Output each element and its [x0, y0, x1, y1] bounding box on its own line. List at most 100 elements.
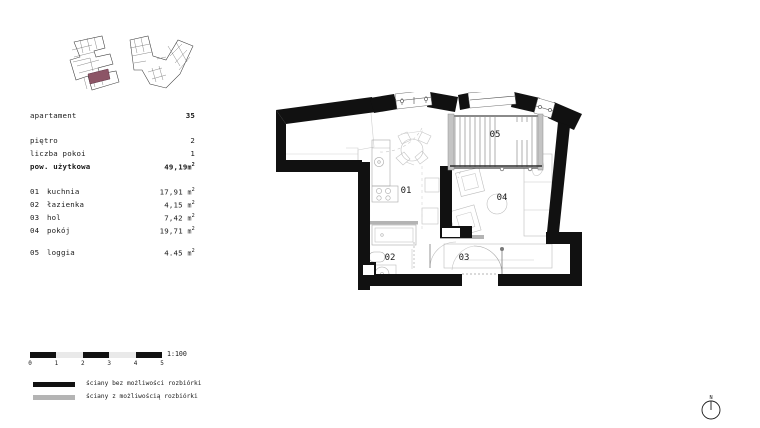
wall-left-outer: [276, 110, 286, 168]
plan-label-01: 01: [401, 186, 412, 196]
spec-label-usable-area: pow. użytkowa: [30, 162, 91, 172]
furniture-layer: [279, 101, 553, 284]
wall-right-lower: [570, 232, 582, 282]
apartment-header-row: apartament 35: [30, 112, 195, 125]
wall-facade-b: [427, 92, 458, 112]
room-name-02: łazienka: [47, 200, 85, 210]
room-area-sup-02: 2: [191, 200, 195, 206]
room-index-02: 02: [30, 200, 40, 210]
armchair: [455, 167, 485, 197]
room-row-05[interactable]: 05 loggia 4.45 m2: [30, 248, 195, 262]
room-area-value-04: 19,71: [159, 226, 183, 236]
scale-tick-0: 0: [28, 360, 32, 367]
scale-segment: [135, 352, 162, 358]
bathtub: [371, 224, 417, 246]
door-leaves: [413, 242, 504, 275]
wall-01-04: [440, 166, 452, 238]
door-swing-bathroom: [429, 241, 457, 269]
room-area-sup-01: 2: [191, 187, 195, 193]
room-name-05: loggia: [47, 248, 75, 258]
spec-row-rooms: liczba pokoi 1: [30, 150, 195, 163]
wall-niche: [442, 228, 460, 237]
room-row-01[interactable]: 01 kuchnia 17,91 m2: [30, 187, 195, 201]
usable-area-sup: 2: [191, 162, 195, 168]
wall-facade-a: [370, 94, 398, 113]
room-area-unit-04: m: [187, 227, 192, 236]
room-area-02: 4,15 m2: [164, 200, 195, 210]
plan-label-05: 05: [490, 130, 501, 140]
wall-legend: ściany bez możliwości rozbiórki ściany z…: [33, 378, 201, 404]
plan-label-03: 03: [459, 253, 470, 263]
room-row-02[interactable]: 02 łazienka 4,15 m2: [30, 200, 195, 214]
scale-bar-group: 0 1 2 3 4 5 1:100: [28, 350, 230, 369]
round-table: [486, 193, 508, 215]
usable-area-number: 49,19: [164, 162, 188, 172]
compass-circle-icon: [701, 400, 721, 420]
scale-tick-1: 1: [54, 360, 59, 367]
wall-legend-text-demolishable: ściany z możliwością rozbiórki: [86, 393, 198, 401]
room-area-sup-03: 2: [191, 213, 195, 219]
loggia-05: [447, 113, 544, 172]
room-index-01: 01: [30, 187, 40, 197]
window-kitchen: [394, 92, 433, 110]
room-area-sup-05: 2: [191, 248, 195, 254]
room-area-04: 19,71 m2: [159, 226, 195, 236]
spec-row-usable-area: pow. użytkowa 49,19m2: [30, 162, 195, 176]
room-area-unit-01: m: [187, 188, 192, 197]
apartment-number: 35: [185, 111, 195, 120]
floor-plan-drawing[interactable]: 01 02 03 04 05: [262, 92, 632, 312]
window-openings: [394, 92, 556, 119]
scale-tick-4: 4: [133, 360, 138, 367]
room-area-05: 4.45 m2: [164, 248, 195, 258]
apartment-spec-table: apartament 35 piętro 2 liczba pokoi 1 po…: [30, 112, 195, 262]
usable-area-unit: m: [187, 163, 192, 172]
wall-bottom-right: [498, 274, 582, 286]
wall-facade-d: [511, 92, 540, 113]
scale-ratio-label: 1:100: [167, 350, 187, 358]
wall-swatch-solid-icon: [33, 382, 75, 387]
room-area-unit-03: m: [187, 214, 192, 223]
scale-segment: [82, 352, 110, 358]
room-area-sup-04: 2: [191, 226, 195, 232]
wall-bottom-terrace: [276, 160, 362, 172]
scale-tick-3: 3: [107, 360, 111, 367]
scale-tick-2: 2: [80, 360, 85, 367]
scale-ticks: 0 1 2 3 4 5: [28, 358, 170, 369]
room-area-unit-02: m: [187, 201, 192, 210]
compass-north-label: N: [709, 395, 712, 401]
loggia-rail-right: [537, 113, 544, 171]
spec-value-rooms: 1: [190, 149, 195, 158]
room-area-03: 7,42 m2: [164, 213, 195, 223]
loggia-rail-left: [447, 113, 455, 171]
room-area-value-03: 7,42: [164, 213, 183, 223]
room-area-value-02: 4,15: [164, 200, 183, 210]
wall-top-left: [276, 97, 376, 124]
wall-bottom-void: [363, 265, 374, 275]
wall-facade-e: [548, 102, 582, 130]
room-area-value-01: 17,91: [159, 187, 183, 197]
wall-legend-row-solid: ściany bez możliwości rozbiórki: [33, 378, 201, 391]
wall-right-upper: [546, 122, 570, 242]
room-index-04: 04: [30, 226, 40, 236]
wall-legend-row-demolishable: ściany z możliwością rozbiórki: [33, 391, 201, 404]
apartment-label: apartament: [30, 111, 77, 120]
wall-kitchen-left: [358, 162, 370, 282]
building-keymap[interactable]: [30, 26, 195, 98]
room-area-value-05: 4.45: [164, 248, 183, 258]
loggia-label-backing: [500, 122, 530, 140]
scale-segment: [30, 352, 57, 358]
room-name-01: kuchnia: [47, 187, 80, 197]
dining-table: [400, 138, 424, 162]
scale-bar: [30, 352, 162, 358]
structural-walls: [276, 92, 582, 290]
room-area-unit-05: m: [187, 249, 192, 258]
room-index-05: 05: [30, 248, 40, 258]
wall-bottom-left: [358, 274, 462, 286]
room-row-03[interactable]: 03 hol 7,42 m2: [30, 213, 195, 227]
door-hinge: [500, 247, 504, 251]
room-name-03: hol: [47, 213, 61, 223]
room-index-03: 03: [30, 213, 40, 223]
scale-tick-5: 5: [160, 360, 164, 367]
spec-value-usable-area: 49,19m2: [164, 162, 195, 172]
